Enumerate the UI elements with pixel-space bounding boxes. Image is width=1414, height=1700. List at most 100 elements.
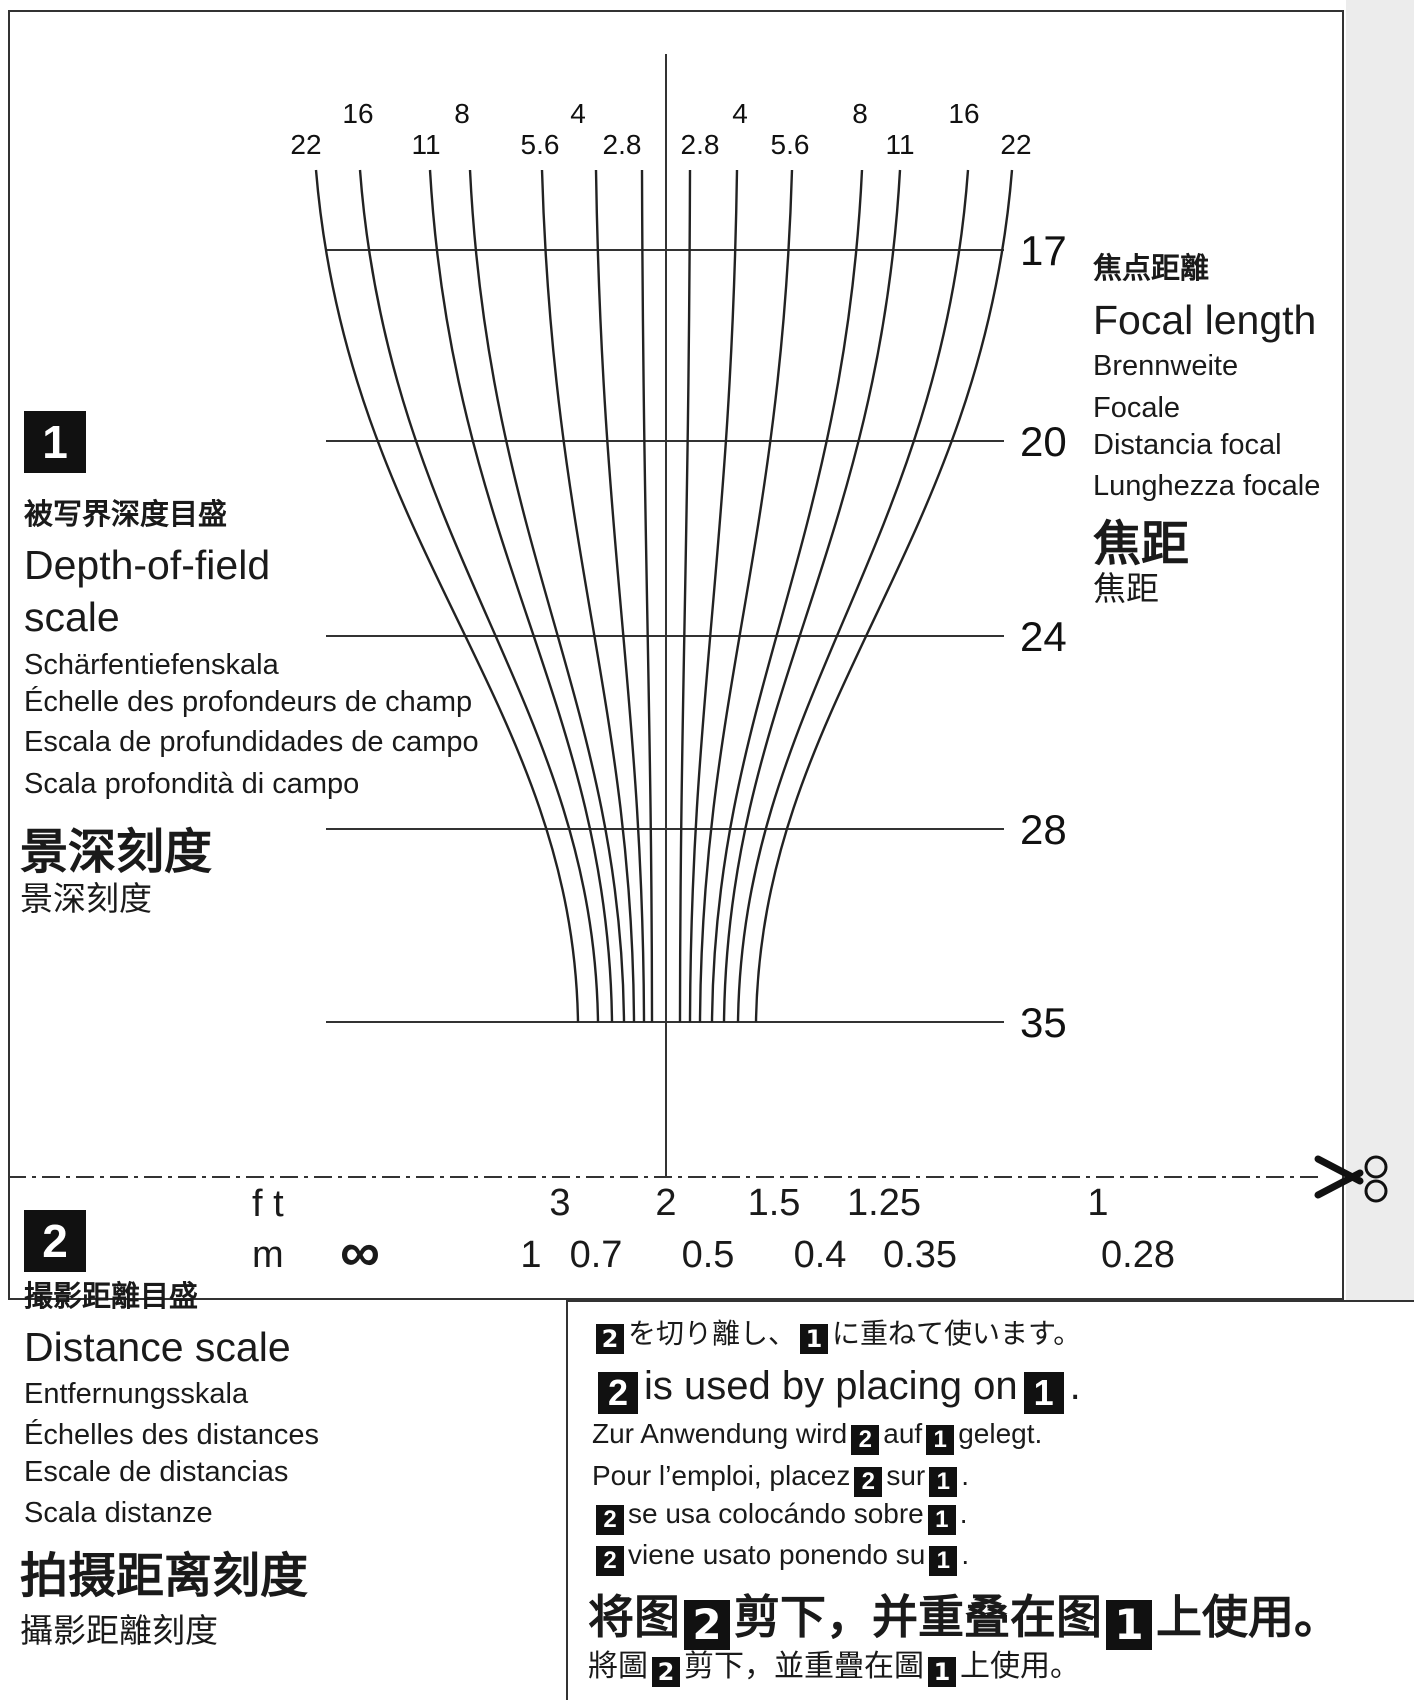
- focal-label-17: 17: [1020, 227, 1067, 274]
- instruction-de-text-a: Zur Anwendung wird: [592, 1418, 848, 1449]
- badge-1: 1: [927, 1505, 956, 1535]
- badge-1: 1: [928, 1657, 956, 1687]
- section2-title-es: Escale de distancias: [24, 1456, 289, 1488]
- badge-2: 2: [851, 1425, 880, 1455]
- section1-title-ja: 被写界深度目盛: [24, 497, 228, 531]
- fstop-label-left-16: 16: [342, 98, 373, 129]
- focal-title-en: Focal length: [1093, 297, 1317, 343]
- distance-m-value-0.5: 0.5: [681, 1234, 735, 1276]
- dof-curve-left-f11: [428, 169, 614, 1023]
- focal-label-28: 28: [1020, 806, 1067, 853]
- distance-m-value-1: 1: [520, 1234, 542, 1276]
- section2-title-it: Scala distanze: [24, 1497, 213, 1529]
- fstop-label-right-5.6: 5.6: [771, 129, 810, 160]
- instruction-es-text-a: se usa colocándo sobre: [628, 1498, 924, 1529]
- dof-curve-right-f4: [688, 169, 739, 1023]
- section1-title-fr: Échelle des profondeurs de champ: [24, 686, 473, 718]
- badge-2: 2: [652, 1657, 680, 1687]
- dof-curve-right-f2.8: [678, 169, 692, 1023]
- instruction-fr-text-b: sur: [886, 1460, 926, 1491]
- scissors-blades: [1314, 1155, 1364, 1199]
- distance-ft-value-1.5: 1.5: [747, 1182, 801, 1224]
- fstop-label-left-5.6: 5.6: [521, 129, 560, 160]
- instruction-en-text-b: .: [1069, 1364, 1081, 1408]
- section2-title-ja: 撮影距離目盛: [24, 1279, 199, 1313]
- instruction-en-text-a: is used by placing on: [644, 1364, 1018, 1408]
- section1-title-de: Schärfentiefenskala: [24, 649, 279, 681]
- instruction-fr-text-a: Pour l’emploi, placez: [592, 1460, 851, 1491]
- section2-title-zh-s: 拍摄距离刻度: [20, 1548, 309, 1604]
- distance-ft-value-1.25: 1.25: [847, 1182, 921, 1224]
- badge-1: 1: [800, 1324, 829, 1354]
- section2-badge: 2: [24, 1210, 86, 1272]
- fstop-label-right-22: 22: [1000, 129, 1031, 160]
- instruction-zh-t-text-c: 上使用。: [960, 1649, 1080, 1684]
- focal-title-zh-s: 焦距: [1093, 516, 1190, 572]
- instruction-it-text-b: .: [961, 1539, 970, 1570]
- instruction-fr-text-c: .: [961, 1460, 970, 1491]
- section1-title-es: Escala de profundidades de campo: [24, 726, 479, 758]
- dof-curve-right-f16: [736, 169, 970, 1023]
- badge-2: 2: [596, 1324, 624, 1354]
- fstop-label-right-16: 16: [948, 98, 979, 129]
- section2-title-en: Distance scale: [24, 1324, 291, 1370]
- distance-ft-label: f t: [252, 1183, 284, 1225]
- dof-curve-right-f22: [754, 169, 1014, 1023]
- instruction-zh-t-text-b: 剪下，並重疊在圖: [684, 1649, 924, 1684]
- fstop-label-right-4: 4: [732, 98, 748, 129]
- scissors-handle-top: [1364, 1155, 1388, 1179]
- focal-title-de: Brennweite: [1093, 350, 1239, 382]
- instruction-zh-s-text-a: 将图: [588, 1590, 680, 1644]
- section1-title-it: Scala profondità di campo: [24, 768, 360, 800]
- instruction-de-text-b: auf: [883, 1418, 923, 1449]
- focal-label-35: 35: [1020, 999, 1067, 1046]
- distance-ft-value-1: 1: [1087, 1182, 1109, 1224]
- section1-badge: 1: [24, 411, 86, 473]
- focal-label-24: 24: [1020, 613, 1067, 660]
- dof-curve-right-f5.6: [698, 169, 794, 1023]
- dof-curve-left-f8: [468, 169, 626, 1023]
- distance-m-value-0.28: 0.28: [1101, 1234, 1175, 1276]
- dof-curve-left-f16: [358, 169, 600, 1023]
- instruction-zh-t-text-a: 將圖: [588, 1649, 648, 1684]
- infinity-mark: ∞: [340, 1220, 380, 1283]
- dof-curve-left-f2.8: [640, 169, 654, 1023]
- badge-1: 1: [926, 1425, 955, 1455]
- instruction-it-text-a: viene usato ponendo su: [628, 1539, 926, 1570]
- dof-curve-right-f8: [710, 169, 864, 1023]
- fstop-label-right-8: 8: [852, 98, 868, 129]
- instruction-de-text-c: gelegt.: [958, 1418, 1043, 1449]
- badge-2: 2: [596, 1505, 624, 1535]
- section2-title-zh-t: 攝影距離刻度: [20, 1611, 218, 1650]
- badge-1: 1: [929, 1546, 958, 1576]
- scissors-handle-bottom: [1364, 1179, 1388, 1203]
- focal-title-zh-t: 焦距: [1093, 569, 1159, 608]
- badge-2: 2: [598, 1372, 638, 1414]
- instruction-es-text-b: .: [959, 1498, 968, 1529]
- instruction-ja-text-b: に重ねて使います。: [832, 1317, 1082, 1350]
- focal-title-it: Lunghezza focale: [1093, 470, 1321, 502]
- section1-title-en-2: scale: [24, 594, 120, 640]
- fstop-label-left-8: 8: [454, 98, 470, 129]
- focal-title-es: Distancia focal: [1093, 429, 1282, 461]
- badge-2: 2: [596, 1546, 624, 1576]
- badge-2: 2: [684, 1600, 730, 1650]
- focal-label-20: 20: [1020, 418, 1067, 465]
- distance-m-value-0.4: 0.4: [793, 1234, 847, 1276]
- fstop-label-right-2.8: 2.8: [681, 129, 720, 160]
- distance-ft-value-2: 2: [655, 1182, 677, 1224]
- section2-title-fr: Échelles des distances: [24, 1419, 319, 1451]
- fstop-label-left-11: 11: [411, 129, 440, 160]
- section1-title-zh-t: 景深刻度: [20, 879, 152, 918]
- badge-2: 2: [854, 1467, 883, 1497]
- scale-frame: [8, 10, 1344, 1300]
- fstop-label-left-2.8: 2.8: [603, 129, 642, 160]
- scissors-icon: [1314, 1155, 1388, 1203]
